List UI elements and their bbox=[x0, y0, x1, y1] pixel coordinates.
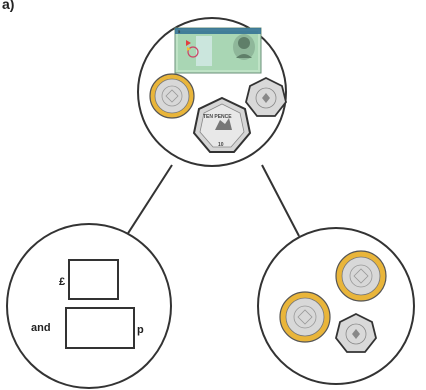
connector-left bbox=[124, 164, 173, 239]
ten-pence-coin: TEN PENCE 10 bbox=[192, 96, 252, 153]
ten-pence-label: TEN PENCE bbox=[203, 114, 232, 120]
whole-circle: 5 TEN PENCE 10 bbox=[137, 17, 287, 167]
part-right-circle bbox=[257, 227, 415, 385]
one-pound-coin bbox=[335, 250, 387, 302]
note-label: 5 bbox=[178, 29, 181, 34]
part-left-circle: £ and p bbox=[6, 223, 172, 389]
twenty-pence-coin bbox=[245, 76, 287, 117]
connector-right bbox=[261, 164, 300, 237]
question-label: a) bbox=[2, 0, 14, 12]
five-pound-note: 5 bbox=[174, 27, 262, 74]
one-pound-coin bbox=[279, 291, 331, 343]
and-label: and bbox=[31, 322, 51, 334]
pounds-answer-box[interactable] bbox=[68, 259, 119, 300]
ten-pence-value: 10 bbox=[218, 142, 224, 148]
pound-symbol: £ bbox=[59, 276, 65, 288]
pence-answer-box[interactable] bbox=[65, 307, 135, 349]
one-pound-coin bbox=[149, 73, 195, 119]
twenty-pence-coin bbox=[335, 312, 377, 353]
pence-symbol: p bbox=[137, 324, 144, 336]
